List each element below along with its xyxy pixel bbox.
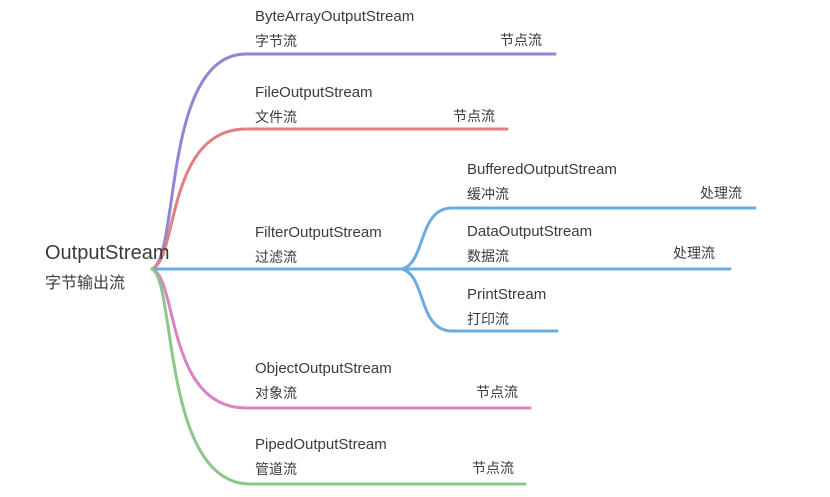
node-fileoutputstream-name: FileOutputStream xyxy=(255,84,373,101)
tag-file-nodestream: 节点流 xyxy=(453,108,495,124)
node-fileoutputstream-label-zh: 文件流 xyxy=(255,109,297,125)
node-filteroutputstream-label-zh: 过滤流 xyxy=(255,249,297,265)
tag-object-nodestream: 节点流 xyxy=(476,384,518,400)
edge-object xyxy=(150,267,532,410)
node-bufferedoutputstream-name: BufferedOutputStream xyxy=(467,161,617,178)
node-bufferedoutputstream-label-zh: 缓冲流 xyxy=(467,186,509,202)
node-outputstream[interactable]: OutputStream 字节输出流 xyxy=(45,243,170,292)
node-bufferedoutputstream[interactable]: BufferedOutputStream 缓冲流 xyxy=(467,162,617,201)
tag-piped-nodestream: 节点流 xyxy=(472,460,514,476)
node-dataoutputstream-label-zh: 数据流 xyxy=(467,248,509,264)
node-printstream[interactable]: PrintStream 打印流 xyxy=(467,287,546,326)
node-printstream-label-zh: 打印流 xyxy=(467,311,509,327)
node-pipedoutputstream-name: PipedOutputStream xyxy=(255,436,387,453)
edge-buffered xyxy=(400,206,757,271)
node-objectoutputstream-name: ObjectOutputStream xyxy=(255,360,392,377)
edge-bytearray xyxy=(150,52,557,271)
node-filteroutputstream[interactable]: FilterOutputStream 过滤流 xyxy=(255,225,382,264)
node-bytearrayoutputstream-name: ByteArrayOutputStream xyxy=(255,8,415,25)
node-dataoutputstream[interactable]: DataOutputStream 数据流 xyxy=(467,224,592,263)
node-outputstream-name: OutputStream xyxy=(45,242,170,264)
node-dataoutputstream-name: DataOutputStream xyxy=(467,223,593,240)
node-bytearrayoutputstream-label-zh: 字节流 xyxy=(255,33,297,49)
node-pipedoutputstream-label-zh: 管道流 xyxy=(255,461,297,477)
node-fileoutputstream[interactable]: FileOutputStream 文件流 xyxy=(255,85,373,124)
tag-data-processstream: 处理流 xyxy=(673,245,715,261)
tag-buffered-processstream: 处理流 xyxy=(700,185,742,201)
edge-file xyxy=(150,127,509,271)
node-objectoutputstream-label-zh: 对象流 xyxy=(255,385,297,401)
edge-print xyxy=(400,267,559,333)
tag-bytearray-nodestream: 节点流 xyxy=(500,32,542,48)
node-filteroutputstream-name: FilterOutputStream xyxy=(255,224,382,241)
edge-piped xyxy=(150,267,527,486)
node-pipedoutputstream[interactable]: PipedOutputStream 管道流 xyxy=(255,437,387,476)
node-bytearrayoutputstream[interactable]: ByteArrayOutputStream 字节流 xyxy=(255,9,414,48)
node-outputstream-label-zh: 字节输出流 xyxy=(45,275,126,292)
node-objectoutputstream[interactable]: ObjectOutputStream 对象流 xyxy=(255,361,392,400)
node-printstream-name: PrintStream xyxy=(467,286,547,303)
